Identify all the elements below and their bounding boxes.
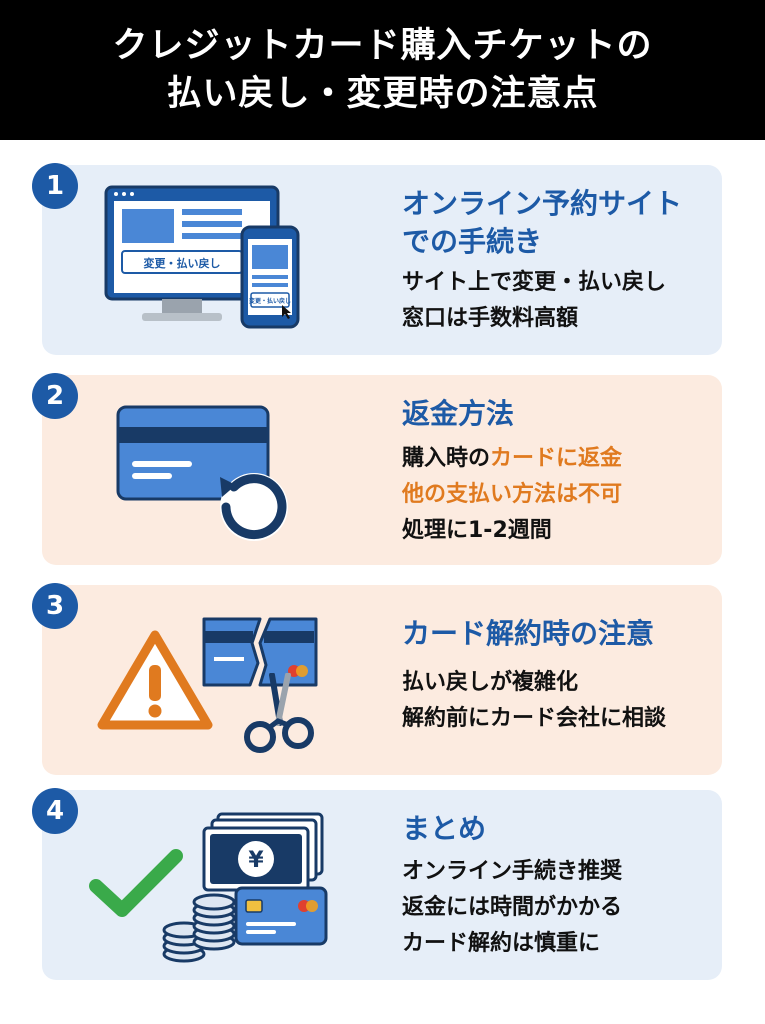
scissors-icon [244,673,314,753]
section-card-cancellation: 3 カード解約時の注意 払い戻しが複雑化 解約前にカード会社に相談 [32,583,722,775]
checkmark-icon [89,849,183,917]
section-refund-method: 2 返金方法 購入時のカードに返金 他の支払い方法は不可 処理に1-2週間 [32,373,722,565]
phone-change-refund-button: 変更・払い戻し [248,297,291,305]
section-title-line-2: での手続き [402,225,543,258]
section-number-badge: 1 [32,163,78,209]
monitor-change-refund-button: 変更・払い戻し [144,256,221,270]
description-line: オンライン手続き推奨 [402,859,623,884]
description-line: 窓口は手数料高額 [402,306,579,331]
computer-and-phone-icon: 変更・払い戻し 変更・払い戻し [104,185,300,329]
section-title: 返金方法 [402,397,515,430]
section-number-badge: 3 [32,583,78,629]
section-title-line-1: オンライン予約サイト [402,187,683,220]
coins-icon [162,893,236,963]
page-header: クレジットカード購入チケットの 払い戻し・変更時の注意点 [0,0,765,140]
description-line: カード解約は慎重に [402,931,601,956]
section-description: 購入時のカードに返金 他の支払い方法は不可 処理に1-2週間 [402,441,622,549]
description-line: 購入時のカードに返金 [402,441,622,477]
cut-card-icon [202,617,318,687]
section-number-badge: 4 [32,788,78,834]
section-title: オンライン予約サイト での手続き [402,185,682,261]
warning-icon [97,630,213,730]
section-online-booking: 1 変更・払い戻し 変更・払い戻し オンライン予約サイト での手続き サイト上で… [32,163,722,355]
section-number-badge: 2 [32,373,78,419]
section-title: カード解約時の注意 [402,617,655,650]
page-title-line-1: クレジットカード購入チケットの [112,26,653,66]
section-summary: 4 ¥ まとめ オンライン手続き推奨 返金には時 [32,788,722,980]
description-line: 払い戻しが複雑化 [402,670,579,695]
yen-symbol: ¥ [248,848,264,873]
section-description: 払い戻しが複雑化 解約前にカード会社に相談 [402,665,666,737]
description-line: 返金には時間がかかる [402,895,623,920]
credit-card-icon [234,886,328,946]
description-line: サイト上で変更・払い戻し [402,270,667,295]
description-line: 解約前にカード会社に相談 [402,706,667,731]
description-highlight: カードに返金 [490,446,623,471]
description-text: 購入時の [402,446,491,471]
description-line: 処理に1-2週間 [402,518,552,543]
section-title: まとめ [402,812,487,845]
description-highlight: 他の支払い方法は不可 [402,482,623,507]
card-refund-icon [116,405,288,541]
page-title-line-2: 払い戻し・変更時の注意点 [166,74,599,114]
section-description: サイト上で変更・払い戻し 窓口は手数料高額 [402,265,666,337]
section-description: オンライン手続き推奨 返金には時間がかかる カード解約は慎重に [402,854,622,962]
